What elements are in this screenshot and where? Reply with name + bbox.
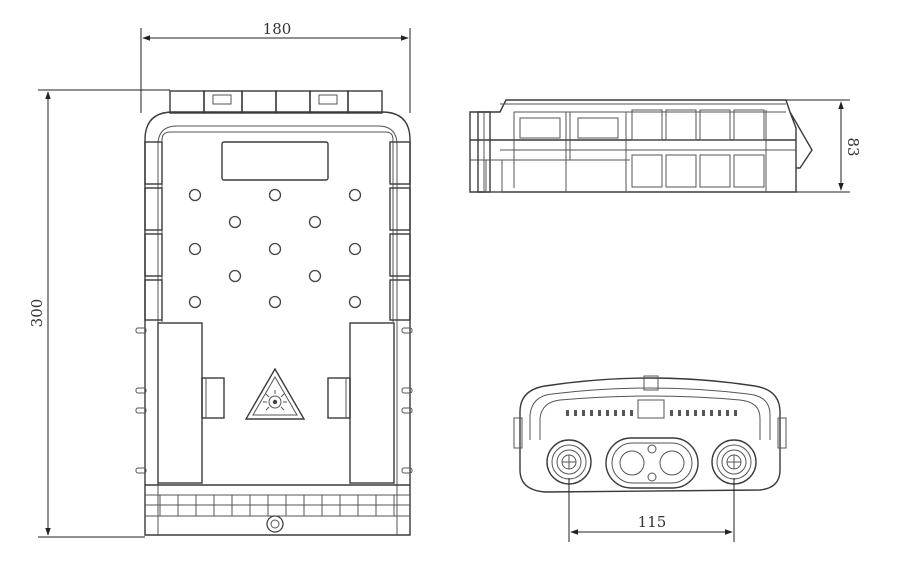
center-oval-port (605, 437, 699, 489)
side-cells (631, 109, 767, 192)
laser-warning-icon (244, 367, 306, 420)
side-left-cap (477, 111, 503, 193)
side-ribs-right (389, 141, 411, 321)
depth-dimension: 83 (786, 99, 862, 193)
tooth (622, 410, 625, 416)
right-module (327, 322, 395, 484)
side-view: 83 (469, 99, 862, 193)
tooth (670, 410, 673, 416)
port-spacing-label: 115 (638, 513, 667, 531)
tooth (726, 410, 729, 416)
width-label: 180 (263, 20, 292, 38)
tooth (630, 410, 633, 416)
depth-label: 83 (844, 137, 862, 156)
tooth (710, 410, 713, 416)
side-latches (513, 111, 627, 192)
label-window (221, 141, 329, 181)
tooth (606, 410, 609, 416)
bottom-grid (145, 484, 410, 533)
tooth (590, 410, 593, 416)
bottom-teeth (566, 410, 737, 416)
mounting-holes (188, 188, 362, 309)
tooth (614, 410, 617, 416)
tooth (718, 410, 721, 416)
tooth (734, 410, 737, 416)
right-cable-port (711, 439, 757, 485)
tooth (582, 410, 585, 416)
tooth (702, 410, 705, 416)
side-ribs-left (144, 141, 163, 321)
tooth (574, 410, 577, 416)
tooth (686, 410, 689, 416)
tooth (598, 410, 601, 416)
width-dimension: 180 (140, 20, 411, 113)
height-dimension: 300 (28, 89, 170, 538)
left-cable-port (546, 439, 592, 485)
side-tabs (135, 327, 413, 474)
top-clips (169, 90, 383, 114)
front-view: 180 300 (28, 20, 413, 538)
tooth (694, 410, 697, 416)
port-spacing-dimension: 115 (568, 478, 735, 542)
enclosure-outline (144, 111, 411, 536)
side-right-latch (789, 111, 813, 169)
height-label: 300 (28, 299, 46, 328)
side-outline (469, 99, 797, 193)
bottom-view: 115 (513, 375, 787, 542)
tooth (678, 410, 681, 416)
left-module (157, 322, 225, 484)
bottom-outline (519, 377, 781, 493)
tooth (566, 410, 569, 416)
